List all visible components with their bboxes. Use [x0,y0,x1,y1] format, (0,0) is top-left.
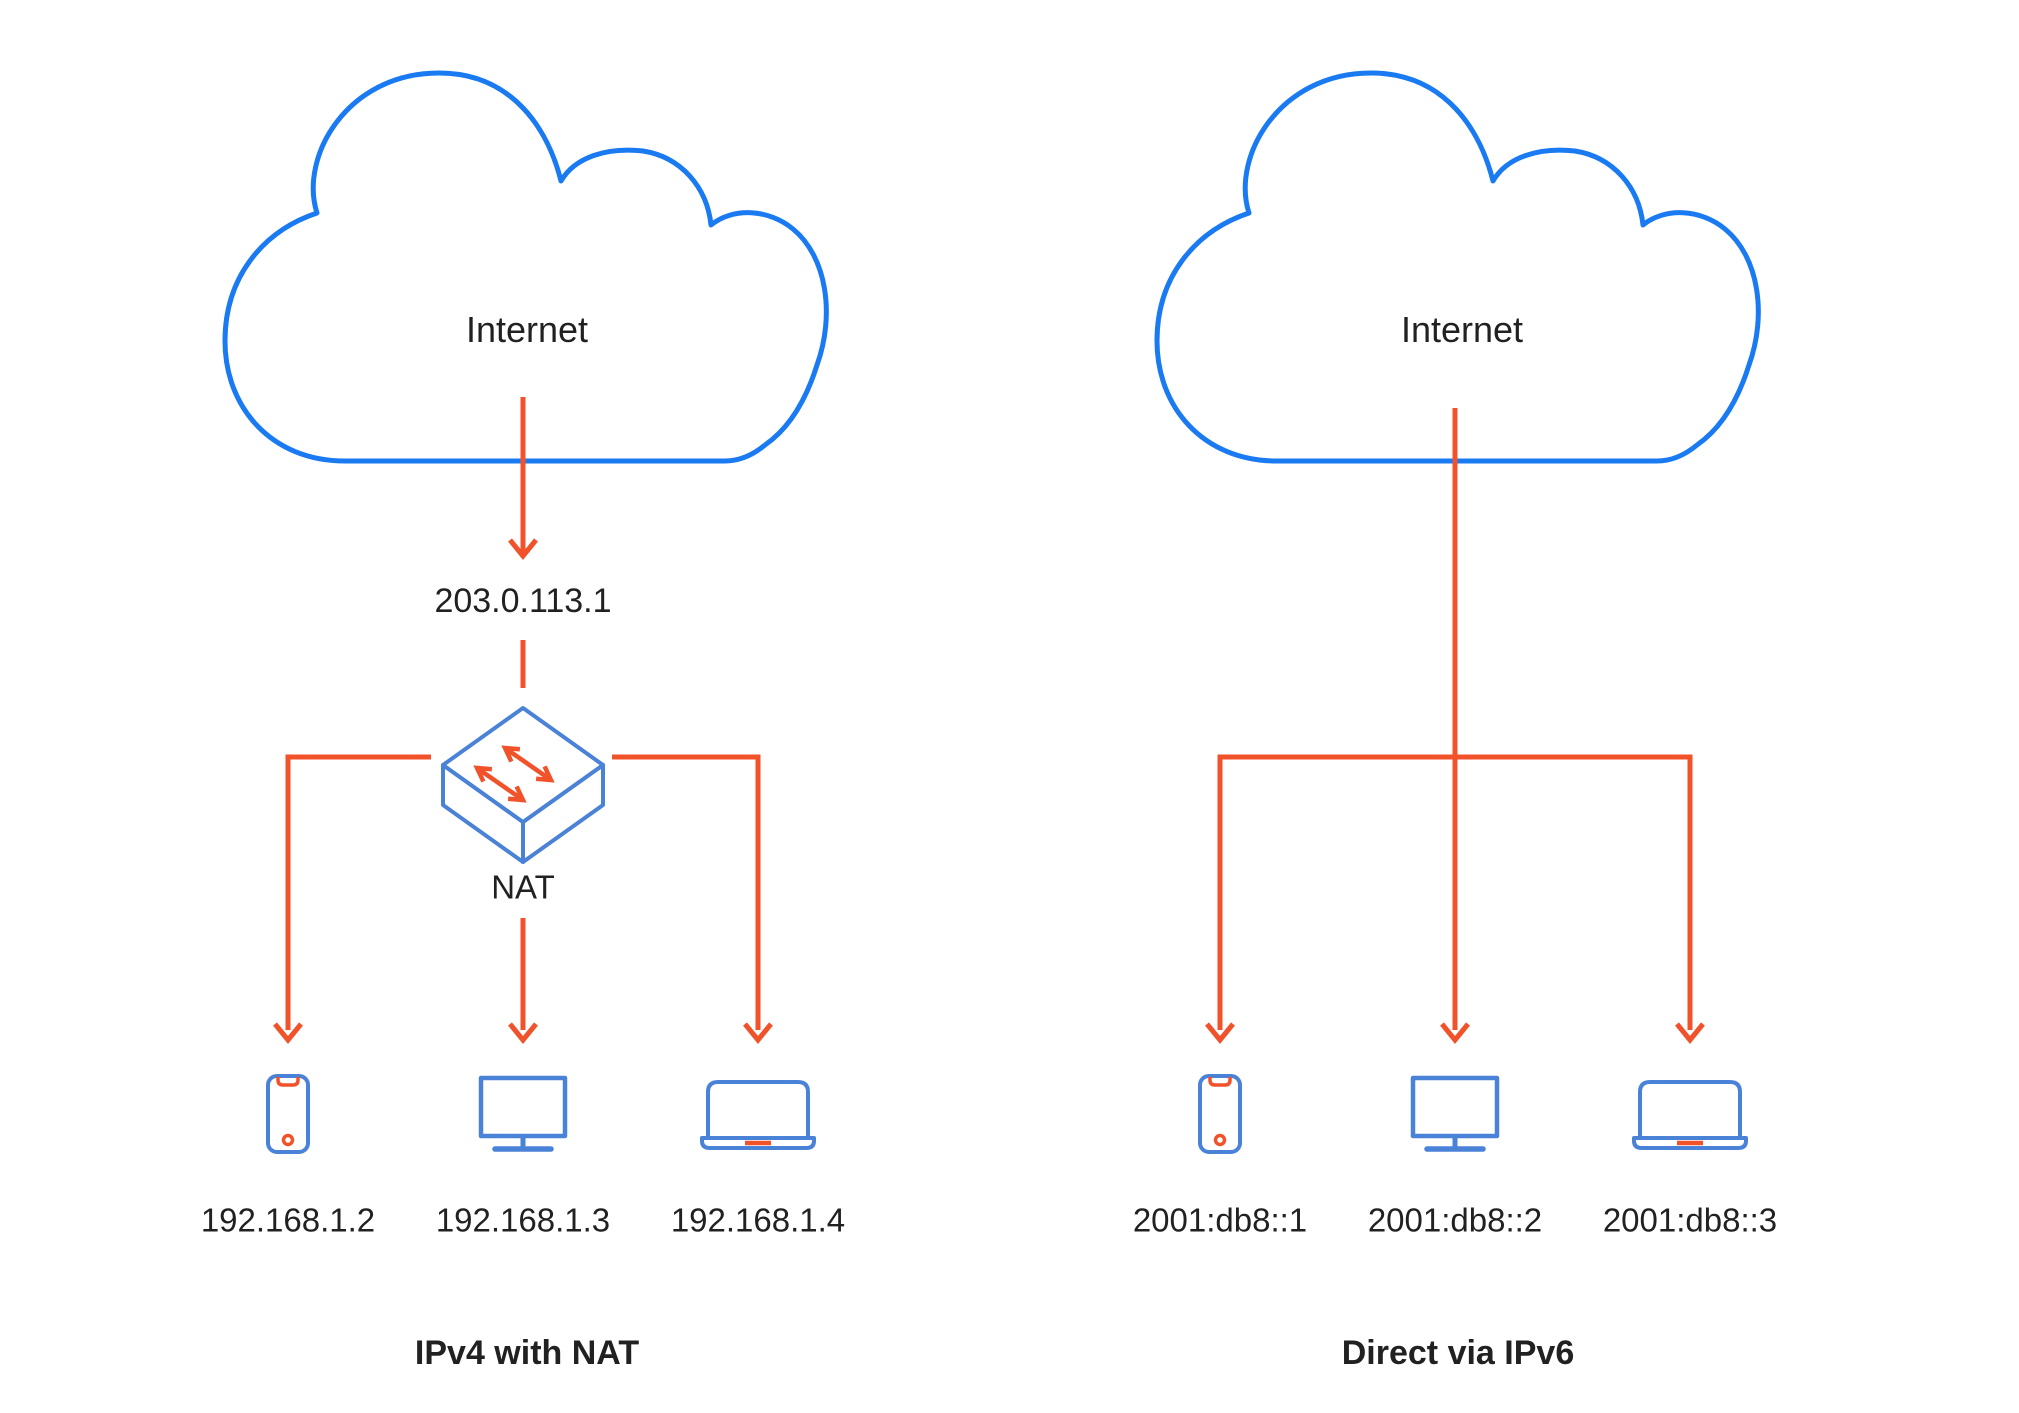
phone-icon [1198,1074,1242,1154]
arrow-internet-to-nat [510,397,536,688]
arrow-nat-to-monitor [510,918,536,1040]
internet-label: Internet [465,309,589,350]
laptop-icon [1634,1082,1746,1148]
device-ip-label: 192.168.1.4 [670,1201,846,1239]
phone-icon [266,1074,310,1154]
laptop-icon [702,1082,814,1148]
diagram-caption-left: IPv4 with NAT [414,1334,640,1372]
monitor-icon [481,1078,565,1149]
arrow-internet-to-monitor-right [1442,408,1468,1040]
internet-cloud-right [1157,73,1758,461]
public-ip-label: 203.0.113.1 [434,582,612,620]
nat-label: NAT [491,868,555,906]
arrow-internet-to-phone-right [1207,754,1455,1040]
device-ip-label: 192.168.1.2 [200,1201,376,1239]
monitor-icon [1413,1078,1497,1149]
device-ip-label: 2001:db8::1 [1132,1201,1308,1239]
arrow-nat-to-laptop [612,754,771,1040]
arrow-internet-to-laptop-right [1455,754,1703,1040]
arrow-nat-to-phone [275,754,431,1040]
device-ip-label: 2001:db8::3 [1602,1201,1778,1239]
device-ip-label: 2001:db8::2 [1367,1201,1543,1239]
device-ip-label: 192.168.1.3 [435,1201,611,1239]
internet-label: Internet [1400,309,1524,350]
diagram-caption-right: Direct via IPv6 [1341,1334,1575,1372]
internet-cloud-left [225,73,826,461]
nat-router-icon [443,708,603,862]
